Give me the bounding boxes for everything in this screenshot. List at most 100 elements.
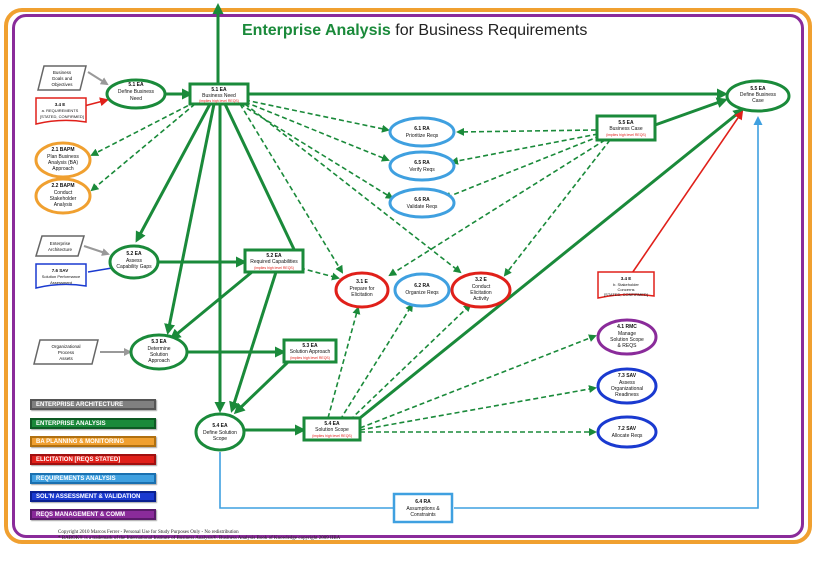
node-5-3-determine-solution-approach: 5.3 EA Determine Solution Approach — [129, 333, 189, 371]
svg-text:Objectives: Objectives — [51, 82, 73, 87]
svg-text:3.2 E: 3.2 E — [475, 277, 487, 283]
node-5-3-solution-approach: 5.3 EA Solution Approach (implies high l… — [282, 338, 338, 364]
svg-text:Solution Approach: Solution Approach — [290, 349, 331, 355]
svg-text:(implies high level REQS): (implies high level REQS) — [254, 266, 294, 270]
svg-text:Validate Reqs: Validate Reqs — [407, 204, 438, 210]
svg-text:Constraints: Constraints — [410, 512, 436, 518]
node-6-5-verify-reqs: 6.5 RA Verify Reqs — [388, 150, 456, 182]
svg-text:3.1 E: 3.1 E — [356, 279, 368, 285]
svg-text:Prioritize Reqs: Prioritize Reqs — [406, 133, 439, 139]
input-org-process-assets: Organizational Process Assets — [33, 339, 99, 365]
svg-text:Solution: Solution — [150, 352, 168, 358]
node-2-1-plan-ba-approach: 2.1 BAPM Plan Business Analysis (BA) App… — [34, 141, 92, 179]
node-7-3-assess-readiness: 7.3 SAV Assess Organizational Readiness — [596, 367, 658, 405]
arrow-51r-to-52o — [135, 103, 212, 243]
node-7-6-solution-performance: 7.6 SAV Solution Performance Assessment — [35, 263, 87, 289]
svg-text:Conduct: Conduct — [472, 284, 491, 290]
arrow-51r-to-53o — [164, 103, 216, 335]
svg-text:6.5 RA: 6.5 RA — [414, 160, 430, 166]
svg-text:b. Stakeholder: b. Stakeholder — [613, 282, 639, 287]
svg-text:5.5 EA: 5.5 EA — [750, 86, 766, 92]
arrow-54o-to-64 — [219, 452, 394, 509]
svg-text:Assets: Assets — [59, 356, 73, 361]
svg-text:Required Capabilities: Required Capabilities — [250, 259, 298, 265]
svg-text:Determine: Determine — [147, 346, 170, 352]
copyright-notice: Copyright 2010 Marcos Ferrer - Personal … — [58, 530, 340, 542]
arrow-54r-to-55o — [354, 108, 745, 424]
svg-text:Business Case: Business Case — [609, 126, 643, 132]
svg-text:Manage: Manage — [618, 331, 636, 337]
svg-text:Plan Business: Plan Business — [47, 154, 79, 160]
svg-text:Stakeholder: Stakeholder — [50, 196, 77, 202]
svg-text:(implies high level REQS): (implies high level REQS) — [290, 356, 330, 360]
svg-text:Architecture: Architecture — [48, 247, 73, 252]
legend-requirements-analysis: REQUIREMENTS ANALYSIS — [30, 473, 156, 484]
svg-text:Enterprise: Enterprise — [50, 241, 71, 246]
node-6-2-organize-reqs: 6.2 RA Organize Reqs — [393, 272, 451, 308]
svg-text:(implies high level REQS): (implies high level REQS) — [199, 99, 239, 103]
svg-text:3.4 E: 3.4 E — [621, 276, 632, 281]
svg-text:Assessment: Assessment — [50, 280, 73, 285]
svg-text:7.2 SAV: 7.2 SAV — [618, 426, 637, 432]
copyright-line-2: * BABOK® is a trademark of the Internati… — [58, 536, 341, 541]
node-7-2-allocate-reqs: 7.2 SAV Allocate Reqs — [596, 415, 658, 449]
arrow-34b-to-55o — [625, 110, 744, 283]
node-5-5-business-case: 5.5 EA Business Case (implies high level… — [595, 114, 657, 142]
arrow-53r-to-54o — [233, 360, 290, 415]
svg-text:6.1 RA: 6.1 RA — [414, 126, 430, 132]
arrow-55r-to-55o — [654, 97, 728, 127]
node-6-4-assumptions-constraints: 6.4 RA Assumptions & Constraints — [392, 492, 454, 524]
svg-text:Allocate Reqs: Allocate Reqs — [612, 433, 643, 439]
svg-text:5.3 EA: 5.3 EA — [151, 339, 167, 345]
svg-text:6.6 RA: 6.6 RA — [414, 197, 430, 203]
svg-text:Assess: Assess — [126, 258, 143, 264]
svg-text:Case: Case — [752, 98, 764, 104]
arrow-51r-to-52r — [223, 103, 302, 265]
svg-text:(implies high level REQS): (implies high level REQS) — [606, 133, 646, 137]
node-5-2-required-capabilities: 5.2 EA Required Capabilities (implies hi… — [243, 248, 305, 274]
svg-text:2.1 BAPM: 2.1 BAPM — [51, 147, 74, 153]
svg-text:Business: Business — [53, 70, 72, 75]
input-enterprise-architecture: Enterprise Architecture — [34, 235, 86, 257]
input-business-goals: Business Goals and Objectives — [37, 65, 87, 91]
svg-text:Business Need: Business Need — [202, 93, 236, 99]
svg-text:5.1 EA: 5.1 EA — [128, 82, 144, 88]
legend-enterprise-analysis: ENTERPRISE ANALYSIS — [30, 418, 156, 429]
svg-text:Solution Performance: Solution Performance — [42, 274, 81, 279]
title-part-1: Enterprise Analysis — [242, 22, 391, 39]
copyright-line-1: Copyright 2010 Marcos Ferrer - Personal … — [58, 530, 239, 535]
solid-connectors — [135, 3, 745, 436]
node-3-2-conduct-elicitation: 3.2 E Conduct Elicitation Activity — [450, 271, 512, 309]
dashed-connectors — [90, 99, 611, 436]
svg-text:Organizational: Organizational — [611, 386, 643, 392]
svg-text:2.2 BAPM: 2.2 BAPM — [51, 183, 74, 189]
svg-text:Prepare for: Prepare for — [349, 286, 374, 292]
svg-text:4.1 RMC: 4.1 RMC — [617, 324, 637, 330]
svg-text:(implies high level REQS): (implies high level REQS) — [312, 434, 352, 438]
node-3-1-prepare-elicitation: 3.1 E Prepare for Elicitation — [334, 271, 390, 309]
node-4-1-manage-solution-scope: 4.1 RMC Manage Solution Scope & REQS — [596, 318, 658, 356]
svg-text:[STATED, CONFIRMED]: [STATED, CONFIRMED] — [604, 292, 648, 297]
svg-text:Solution Scope: Solution Scope — [315, 427, 349, 433]
svg-text:Define Solution: Define Solution — [203, 430, 237, 436]
arrow-64-to-55o — [454, 116, 763, 509]
svg-text:Assumptions &: Assumptions & — [406, 506, 440, 512]
legend-ba-planning: BA PLANNING & MONITORING — [30, 436, 156, 447]
svg-text:Scope: Scope — [213, 436, 227, 442]
outer-frame — [4, 8, 812, 544]
svg-text:Activity: Activity — [473, 296, 489, 302]
legend-enterprise-architecture: ENTERPRISE ARCHITECTURE — [30, 399, 156, 410]
svg-text:Organize Reqs: Organize Reqs — [405, 290, 439, 296]
node-5-2-assess-capability-gaps: 5.2 EA Assess Capability Gaps — [108, 244, 160, 280]
node-5-5-define-business-case: 5.5 EA Define Business Case — [725, 79, 791, 113]
svg-text:5.4 EA: 5.4 EA — [324, 421, 340, 427]
svg-text:Capability Gaps: Capability Gaps — [116, 264, 152, 270]
svg-text:Elicitation: Elicitation — [351, 292, 373, 298]
svg-text:a. REQUIREMENTS: a. REQUIREMENTS — [42, 108, 79, 113]
svg-text:7.6 SAV: 7.6 SAV — [52, 268, 68, 273]
svg-text:Need: Need — [130, 96, 142, 102]
svg-text:Analysis (BA): Analysis (BA) — [48, 160, 78, 166]
svg-text:3.4 E: 3.4 E — [55, 102, 66, 107]
svg-text:Elicitation: Elicitation — [470, 290, 492, 296]
